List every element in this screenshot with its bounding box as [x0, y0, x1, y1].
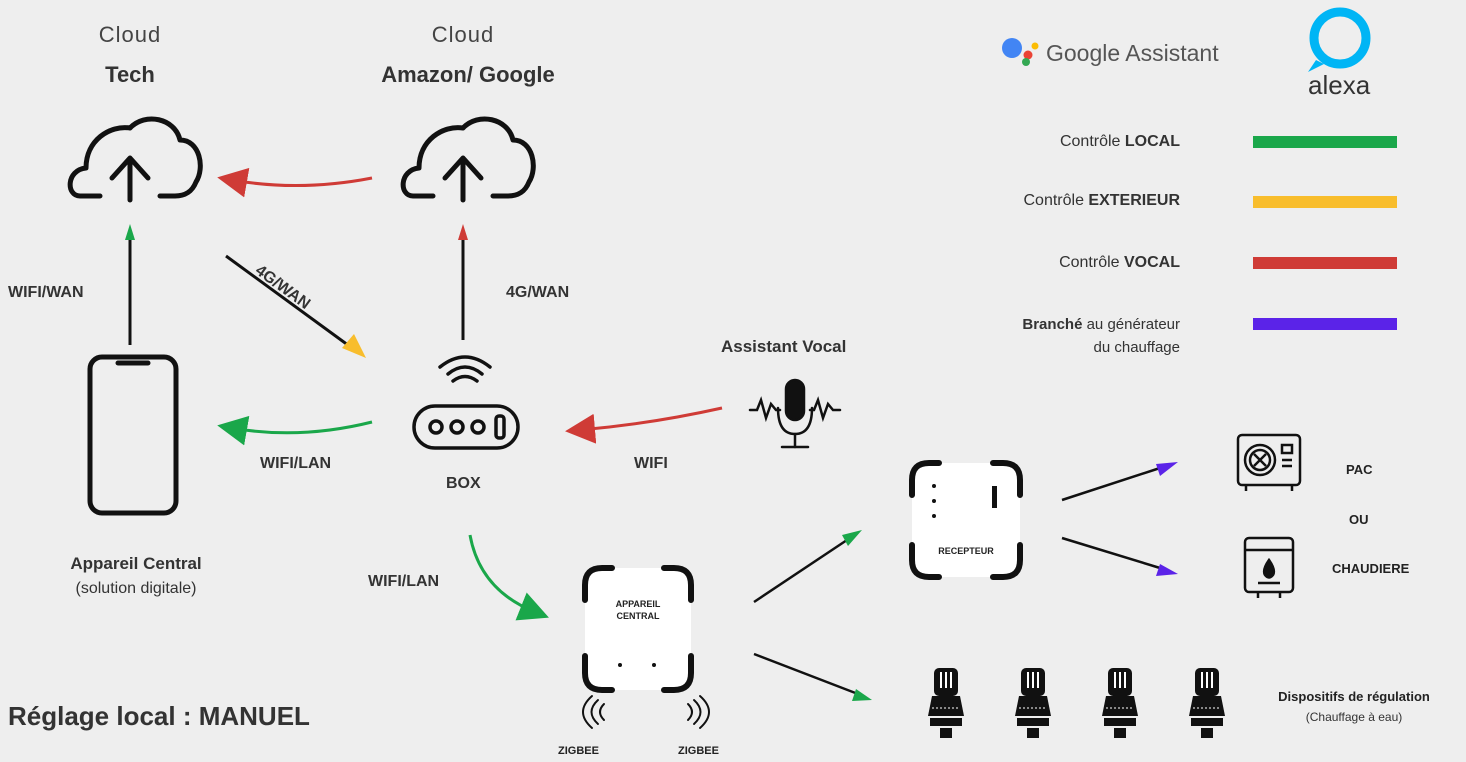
- alexa-wordmark: alexa: [1308, 70, 1371, 100]
- cloud-amazon-google-caption: Cloud: [431, 22, 495, 47]
- cloud-upload-icon-amazon-google: [400, 116, 536, 203]
- arrowhead-yellow: [342, 334, 366, 358]
- arrow-box-to-central: [468, 534, 549, 621]
- arrow-tech-cloud-to-box: [225, 254, 353, 350]
- zigbee-label-right: ZIGBEE: [678, 745, 719, 757]
- arrowhead-green-receiver: [842, 530, 862, 546]
- thermostatic-valve-icon-3: [1102, 668, 1138, 738]
- thermostatic-valve-icon-4: [1189, 668, 1225, 738]
- legend-bar-local: [1253, 136, 1397, 148]
- central-device-line1: APPAREIL: [615, 599, 661, 609]
- link-label-wifi-lan-phone: WIFI/LAN: [260, 455, 332, 472]
- link-label-wifi-voice: WIFI: [634, 455, 668, 472]
- arrow-receiver-to-pac: [1061, 466, 1161, 502]
- arrow-central-to-devices: [753, 652, 859, 696]
- box-label: BOX: [446, 475, 481, 492]
- link-label-4g-wan: 4G/WAN: [506, 284, 570, 301]
- legend-bar-vocal: [1253, 257, 1397, 269]
- thermostatic-valve-icon-2: [1015, 668, 1051, 738]
- arrowhead-purple-chaudiere: [1156, 564, 1178, 576]
- cloud-tech-title: Tech: [105, 62, 155, 87]
- central-device-line2: CENTRAL: [616, 611, 660, 621]
- or-label: OU: [1349, 512, 1369, 527]
- assistant-vocal-label: Assistant Vocal: [721, 337, 847, 356]
- regulation-devices-subtitle: (Chauffage à eau): [1305, 710, 1403, 724]
- boiler-icon: [1243, 536, 1295, 598]
- google-assistant-wordmark: Google Assistant: [1046, 40, 1219, 66]
- arrowhead-green-up: [125, 224, 135, 240]
- legend-bar-branche: [1253, 318, 1397, 330]
- zigbee-signal-icon-right: [687, 695, 710, 729]
- central-device-icon: [582, 565, 694, 693]
- arrowhead-purple-pac: [1156, 462, 1178, 476]
- thermostatic-valve-icon-1: [928, 668, 964, 738]
- cloud-amazon-google-title: Amazon/ Google: [381, 62, 555, 87]
- arrow-vocal-cloud-to-tech: [217, 167, 373, 198]
- receiver-label: RECEPTEUR: [938, 546, 994, 556]
- phone-subtitle: (solution digitale): [75, 580, 197, 597]
- receiver-device-icon: [909, 460, 1023, 580]
- zigbee-label-left: ZIGBEE: [558, 745, 599, 757]
- smartphone-icon: [87, 354, 179, 516]
- arrow-box-to-phone: [217, 415, 373, 446]
- arrowhead-red-up: [458, 224, 468, 240]
- zigbee-signal-icon-left: [582, 695, 605, 729]
- arrow-assistant-to-box: [565, 406, 723, 444]
- alexa-icon: [1308, 7, 1371, 72]
- cloud-tech-caption: Cloud: [98, 22, 162, 47]
- arrow-central-to-receiver: [753, 536, 851, 604]
- link-label-wifi-lan-central: WIFI/LAN: [368, 573, 440, 590]
- regulation-devices-title: Dispositifs de régulation: [1278, 689, 1430, 704]
- cloud-upload-icon-tech: [67, 116, 203, 203]
- chaudiere-label: CHAUDIERE: [1332, 561, 1410, 576]
- arrow-receiver-to-chaudiere: [1061, 536, 1161, 570]
- microphone-icon: [748, 378, 842, 449]
- legend-vocal: Contrôle VOCAL: [1059, 254, 1180, 271]
- google-assistant-icon: [1002, 38, 1039, 66]
- link-label-wifi-wan: WIFI/WAN: [8, 284, 84, 301]
- phone-title: Appareil Central: [70, 554, 202, 573]
- legend-exterieur: Contrôle EXTERIEUR: [1023, 192, 1181, 209]
- footer-local-setting: Réglage local : MANUEL: [8, 701, 310, 731]
- heat-pump-icon: [1236, 433, 1302, 491]
- pac-label: PAC: [1346, 462, 1373, 477]
- arrowhead-green-devices: [852, 689, 872, 701]
- legend-bar-exterieur: [1253, 196, 1397, 208]
- router-box-icon: [412, 355, 520, 450]
- legend-local: Contrôle LOCAL: [1059, 133, 1180, 150]
